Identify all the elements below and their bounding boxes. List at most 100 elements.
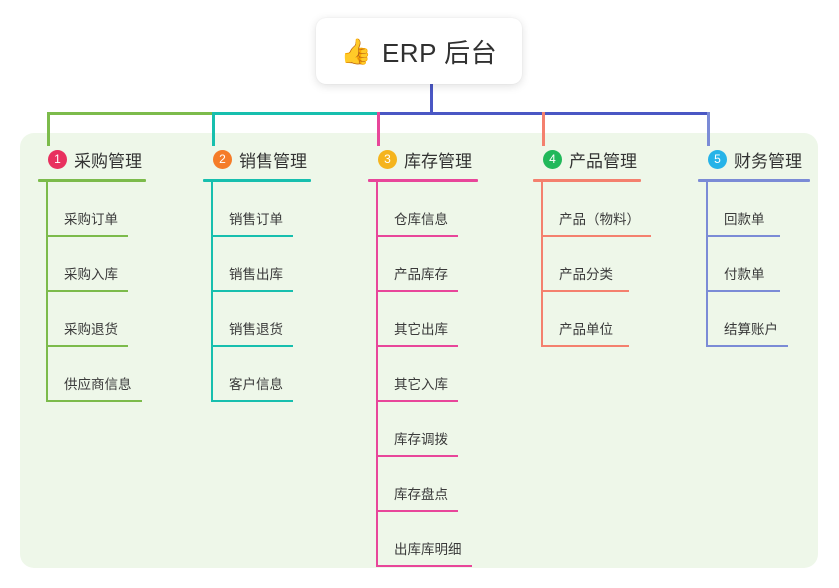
- root-node-erp-backend[interactable]: 👍 ERP 后台: [316, 18, 522, 84]
- leaf-label: 销售出库: [229, 267, 283, 282]
- branch-title: 产品管理: [569, 151, 637, 171]
- leaf-node[interactable]: 销售退货: [203, 292, 353, 347]
- leaf-label: 产品库存: [394, 267, 448, 282]
- leaf-node[interactable]: 库存调拨: [368, 402, 518, 457]
- leaf-rule: [211, 345, 293, 347]
- thumbs-up-emoji: 👍: [340, 36, 372, 66]
- leaf-node[interactable]: 产品（物料）: [533, 182, 683, 237]
- leaf-label: 产品单位: [559, 322, 613, 337]
- leaf-spine: [706, 237, 708, 292]
- leaf-label: 采购入库: [64, 267, 118, 282]
- leaf-rule: [46, 345, 128, 347]
- leaf-node[interactable]: 出库库明细: [368, 512, 518, 567]
- root-node-content: 👍 ERP 后台: [341, 33, 497, 70]
- branch-title: 库存管理: [404, 151, 472, 171]
- leaf-node[interactable]: 采购入库: [38, 237, 188, 292]
- leaf-spine: [376, 237, 378, 292]
- leaf-spine: [541, 182, 543, 237]
- leaf-spine: [376, 182, 378, 237]
- branch-column-3: 3 库存管理仓库信息产品库存其它出库其它入库库存调拨库存盘点出库库明细: [368, 146, 518, 567]
- leaf-node[interactable]: 其它出库: [368, 292, 518, 347]
- leaf-label: 仓库信息: [394, 212, 448, 227]
- leaf-spine: [541, 292, 543, 347]
- leaf-label: 其它出库: [394, 322, 448, 337]
- branch-title: 销售管理: [239, 151, 307, 171]
- leaf-label: 其它入库: [394, 377, 448, 392]
- branch-header-3[interactable]: 3 库存管理: [368, 146, 518, 172]
- leaf-rule: [46, 235, 128, 237]
- branch-number-badge: 3: [378, 149, 397, 169]
- leaf-rule: [376, 290, 458, 292]
- leaf-spine: [706, 292, 708, 347]
- leaf-rule: [706, 290, 780, 292]
- leaf-spine: [46, 182, 48, 237]
- branch-header-rule: [203, 179, 311, 182]
- leaf-spine: [46, 347, 48, 402]
- leaf-label: 产品分类: [559, 267, 613, 282]
- leaf-label: 销售退货: [229, 322, 283, 337]
- leaf-label: 供应商信息: [64, 377, 132, 392]
- leaf-node[interactable]: 采购订单: [38, 182, 188, 237]
- leaf-label: 采购订单: [64, 212, 118, 227]
- leaf-node[interactable]: 结算账户: [698, 292, 839, 347]
- leaf-node[interactable]: 库存盘点: [368, 457, 518, 512]
- leaf-node[interactable]: 回款单: [698, 182, 839, 237]
- leaf-spine: [211, 347, 213, 402]
- leaf-rule: [706, 235, 780, 237]
- leaf-node[interactable]: 仓库信息: [368, 182, 518, 237]
- leaf-spine: [706, 182, 708, 237]
- leaf-node[interactable]: 其它入库: [368, 347, 518, 402]
- leaf-spine: [46, 292, 48, 347]
- leaf-node[interactable]: 客户信息: [203, 347, 353, 402]
- branch-title: 财务管理: [734, 151, 802, 171]
- leaf-rule: [376, 565, 472, 567]
- leaf-rule: [541, 235, 651, 237]
- leaf-spine: [376, 457, 378, 512]
- leaf-rule: [376, 510, 458, 512]
- leaf-node[interactable]: 销售订单: [203, 182, 353, 237]
- trunk-segment-1: [47, 112, 212, 115]
- branch-column-4: 4 产品管理产品（物料） 产品分类产品单位: [533, 146, 683, 347]
- trunk-segment-3: [377, 112, 710, 115]
- leaf-rule: [211, 235, 293, 237]
- leaf-spine: [211, 182, 213, 237]
- trunk-segment-2: [212, 112, 380, 115]
- leaf-spine: [541, 237, 543, 292]
- leaf-rule: [706, 345, 788, 347]
- leaf-rule: [376, 235, 458, 237]
- leaf-rule: [211, 400, 293, 402]
- leaf-spine: [211, 292, 213, 347]
- branch-header-rule: [698, 179, 810, 182]
- branch-header-rule: [533, 179, 641, 182]
- leaf-node[interactable]: 付款单: [698, 237, 839, 292]
- leaf-node[interactable]: 采购退货: [38, 292, 188, 347]
- leaf-spine: [376, 512, 378, 567]
- leaf-node[interactable]: 产品单位: [533, 292, 683, 347]
- leaf-label: 产品（物料）: [559, 212, 640, 227]
- leaf-rule: [376, 345, 458, 347]
- root-node-title: ERP 后台: [381, 37, 498, 68]
- diagram-panel: [20, 133, 818, 568]
- leaf-label: 出库库明细: [394, 542, 462, 557]
- leaf-node[interactable]: 供应商信息: [38, 347, 188, 402]
- leaf-node[interactable]: 销售出库: [203, 237, 353, 292]
- branch-header-rule: [38, 179, 146, 182]
- leaf-node[interactable]: 产品分类: [533, 237, 683, 292]
- branch-header-rule: [368, 179, 478, 182]
- leaf-node[interactable]: 产品库存: [368, 237, 518, 292]
- leaf-label: 采购退货: [64, 322, 118, 337]
- branch-number-badge: 1: [48, 149, 67, 169]
- branch-header-4[interactable]: 4 产品管理: [533, 146, 683, 172]
- leaf-spine: [376, 402, 378, 457]
- leaf-label: 回款单: [724, 212, 765, 227]
- leaf-rule: [46, 290, 128, 292]
- leaf-spine: [46, 237, 48, 292]
- branch-number-badge: 4: [543, 149, 562, 169]
- root-stem: [430, 84, 433, 115]
